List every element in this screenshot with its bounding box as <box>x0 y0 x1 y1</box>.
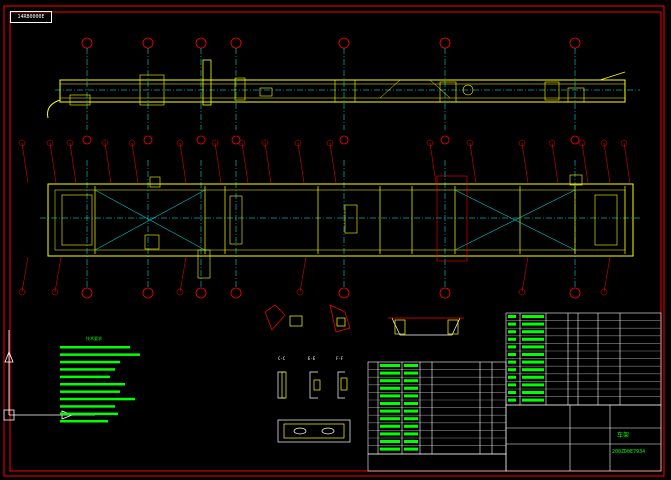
title-block-drawing-no: 200ZD0E7934 <box>612 449 646 455</box>
section-label-f: F-F <box>336 356 344 361</box>
title-block-label: 车架 <box>617 432 630 439</box>
section-label-e: E-E <box>308 356 316 361</box>
bom-rows <box>60 315 544 451</box>
drawing-tag: 14RB0000E <box>10 11 52 23</box>
section-label-c: C-C <box>278 356 286 361</box>
inner-border <box>9 11 662 472</box>
bill-of-materials <box>367 312 662 472</box>
side-elevation-view <box>47 37 640 130</box>
notes-heading: 技术要求 <box>86 336 102 341</box>
plan-view <box>40 135 640 299</box>
outer-border <box>3 5 665 477</box>
detail-views <box>264 304 464 443</box>
